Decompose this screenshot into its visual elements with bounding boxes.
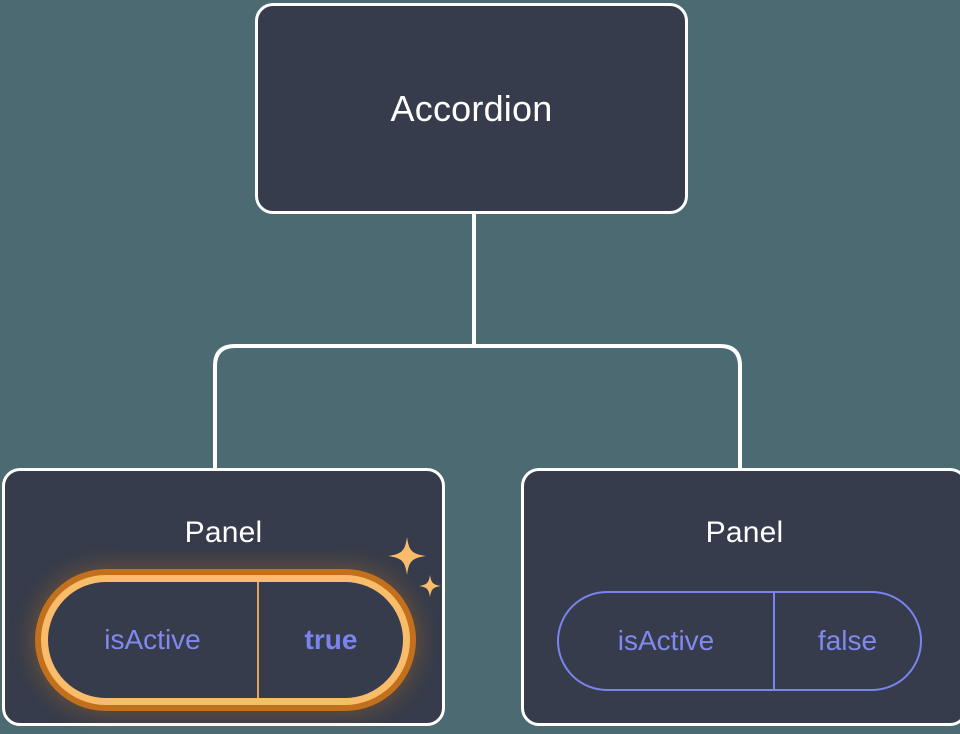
node-accordion[interactable]: Accordion xyxy=(255,3,688,214)
node-panel-right-label: Panel xyxy=(705,516,784,549)
prop-key-label: isActive xyxy=(104,624,201,655)
node-accordion-label: Accordion xyxy=(390,88,553,129)
prop-badge-body: isActive true xyxy=(48,582,403,698)
prop-value-label: false xyxy=(773,593,920,689)
prop-badge-isactive-true-highlighted[interactable]: isActive true xyxy=(35,569,416,711)
prop-badge-isactive-false[interactable]: isActive false xyxy=(557,591,922,691)
prop-value-label: true xyxy=(257,582,403,698)
prop-key-label: isActive xyxy=(617,625,715,656)
node-panel-left-label: Panel xyxy=(184,516,263,549)
edge-child-bus xyxy=(213,344,742,470)
prop-badge-highlight-ring: isActive true xyxy=(41,575,410,705)
